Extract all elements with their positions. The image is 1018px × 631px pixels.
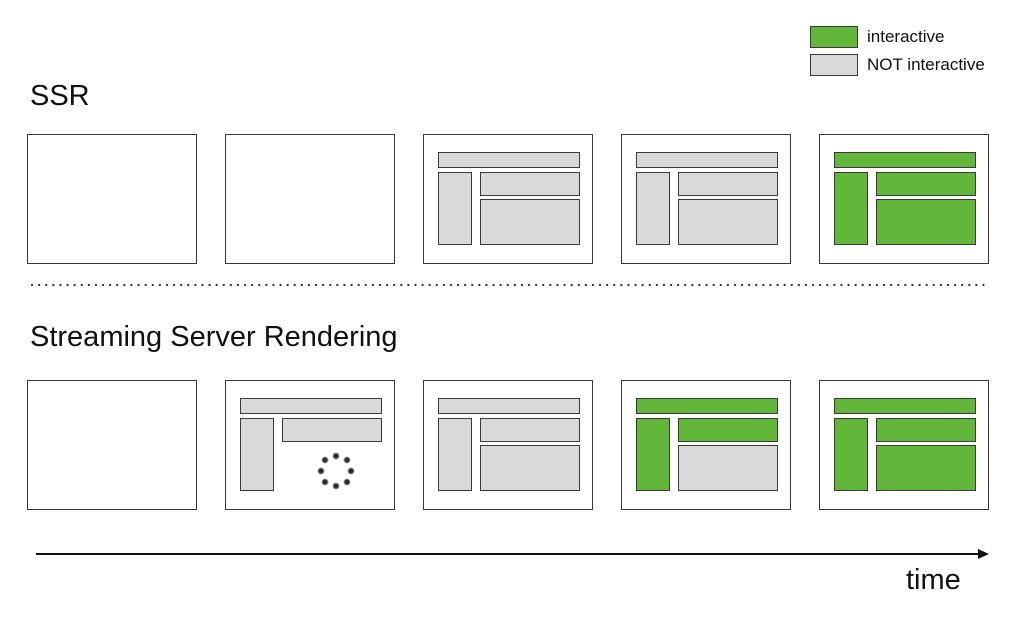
header-block bbox=[636, 398, 778, 414]
legend-label-not-interactive: NOT interactive bbox=[867, 55, 985, 74]
main-content-block bbox=[876, 199, 976, 245]
legend-swatch-not-interactive bbox=[810, 54, 858, 76]
page-frame bbox=[621, 380, 791, 510]
loading-spinner-icon bbox=[316, 451, 356, 491]
spinner-dot bbox=[343, 457, 350, 464]
page-frame bbox=[225, 134, 395, 264]
sidebar-block bbox=[438, 418, 472, 491]
page-frame bbox=[423, 380, 593, 510]
page-frame bbox=[27, 380, 197, 510]
top-content-block bbox=[678, 172, 778, 196]
row-title-streaming: Streaming Server Rendering bbox=[30, 321, 398, 353]
spinner-dot bbox=[318, 468, 324, 474]
spinner-dot bbox=[322, 478, 329, 485]
top-content-block bbox=[480, 172, 580, 196]
spinner-dot bbox=[343, 478, 350, 485]
spinner-dot bbox=[348, 468, 354, 474]
header-block bbox=[834, 152, 976, 168]
top-content-block bbox=[678, 418, 778, 442]
header-block bbox=[636, 152, 778, 168]
time-axis-arrow bbox=[36, 549, 989, 559]
sidebar-block bbox=[240, 418, 274, 491]
main-content-block bbox=[678, 199, 778, 245]
row-separator bbox=[30, 283, 992, 287]
page-frame bbox=[225, 380, 395, 510]
page-frame bbox=[621, 134, 791, 264]
page-frame bbox=[27, 134, 197, 264]
sidebar-block bbox=[438, 172, 472, 245]
header-block bbox=[240, 398, 382, 414]
spinner-dot bbox=[333, 453, 339, 459]
spinner-dot bbox=[333, 483, 339, 489]
legend-label-interactive: interactive bbox=[867, 27, 945, 46]
page-frame bbox=[819, 134, 989, 264]
top-content-block bbox=[876, 172, 976, 196]
top-content-block bbox=[876, 418, 976, 442]
top-content-block bbox=[480, 418, 580, 442]
header-block bbox=[834, 398, 976, 414]
main-content-block bbox=[678, 445, 778, 491]
sidebar-block bbox=[636, 172, 670, 245]
main-content-block bbox=[876, 445, 976, 491]
row-title-ssr: SSR bbox=[30, 80, 90, 112]
sidebar-block bbox=[636, 418, 670, 491]
top-content-block bbox=[282, 418, 382, 442]
time-axis-label: time bbox=[906, 564, 961, 596]
spinner-dot bbox=[322, 457, 329, 464]
header-block bbox=[438, 152, 580, 168]
page-frame bbox=[423, 134, 593, 264]
page-frame bbox=[819, 380, 989, 510]
sidebar-block bbox=[834, 418, 868, 491]
main-content-block bbox=[480, 199, 580, 245]
legend-swatch-interactive bbox=[810, 26, 858, 48]
header-block bbox=[438, 398, 580, 414]
sidebar-block bbox=[834, 172, 868, 245]
main-content-block bbox=[480, 445, 580, 491]
